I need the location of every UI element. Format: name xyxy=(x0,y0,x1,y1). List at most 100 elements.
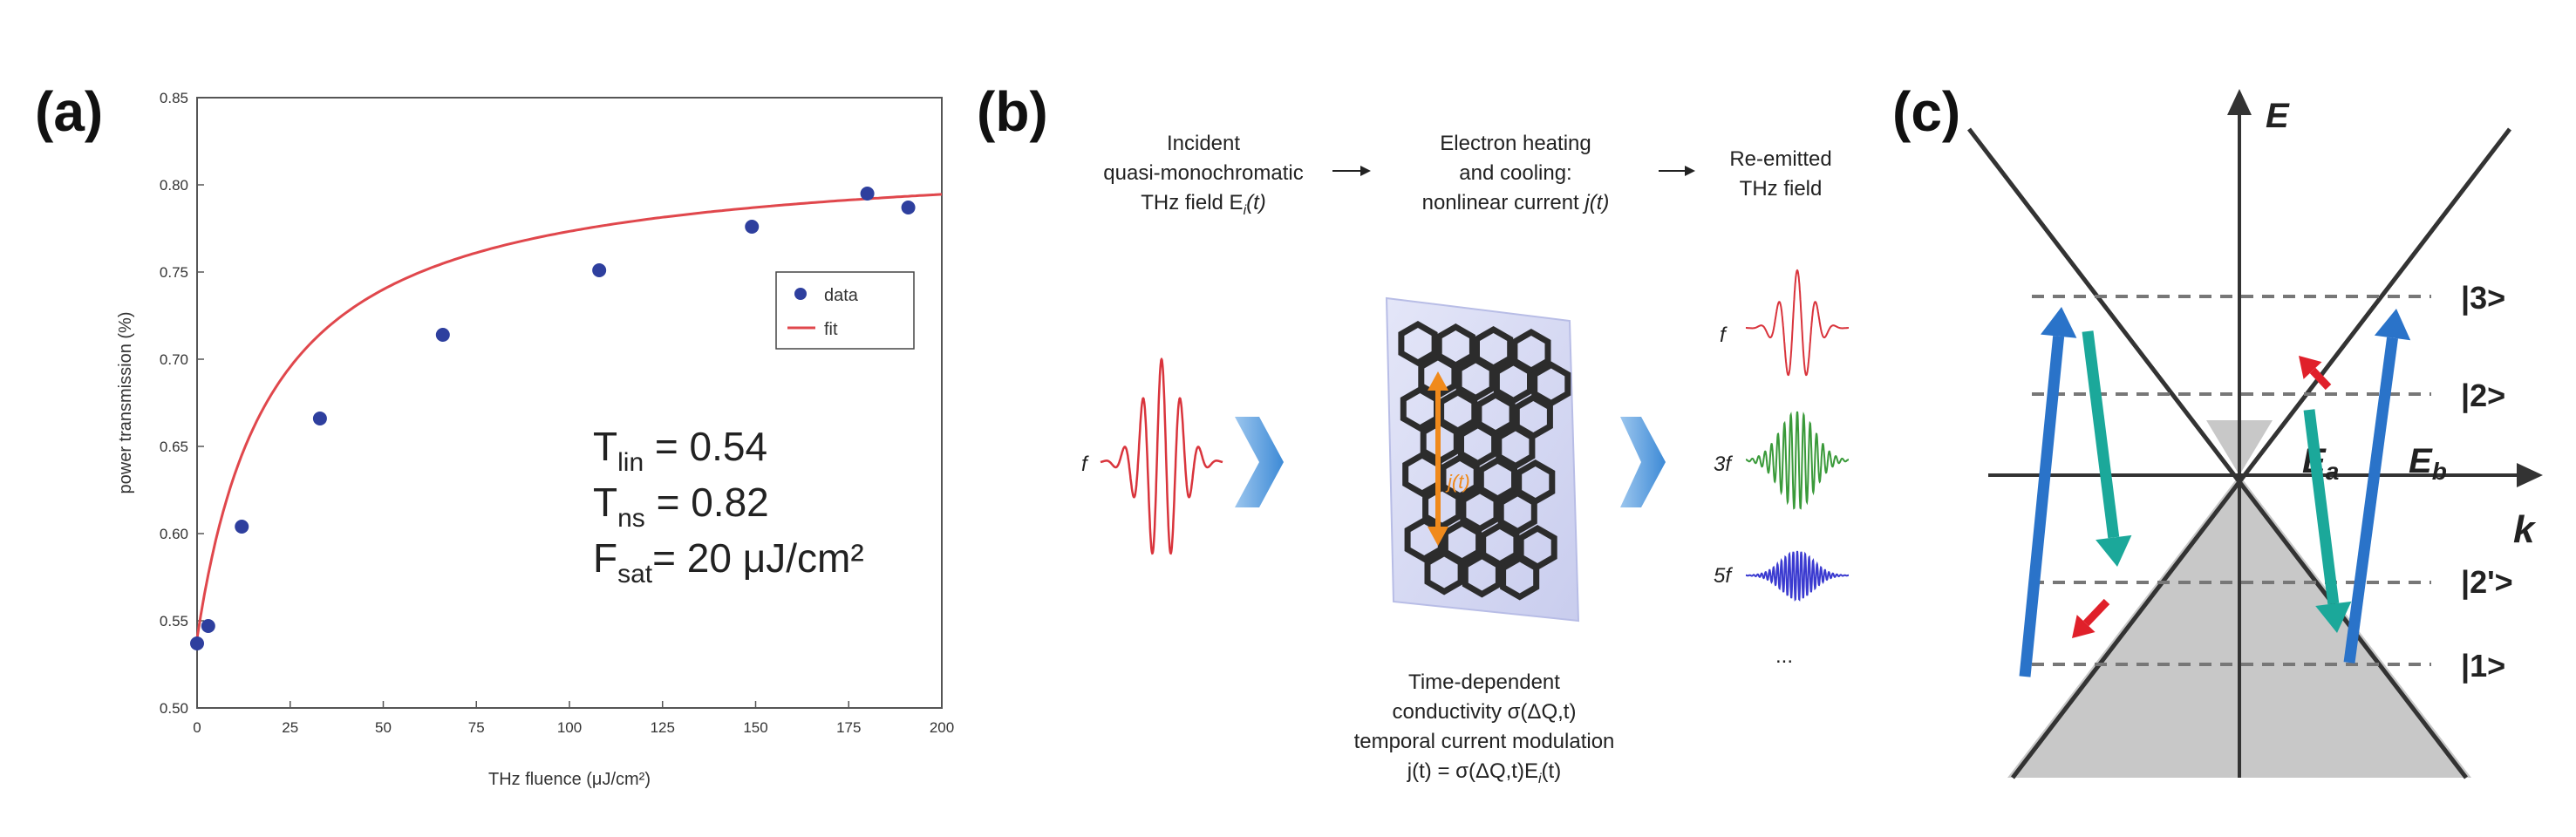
lattice-hexagon xyxy=(1493,358,1533,405)
eb-label: Eb xyxy=(2409,442,2447,485)
level-2p-label: |2'> xyxy=(2461,564,2513,601)
cone-line-2 xyxy=(2011,127,2511,779)
blue-transition-left xyxy=(2019,335,2065,677)
momentum-axis xyxy=(1988,463,2543,487)
incident-caption: Incident quasi-monochromatic THz field E… xyxy=(1103,132,1303,218)
x-axis-label: THz fluence (μJ/cm²) xyxy=(488,770,651,789)
data-point xyxy=(745,220,760,234)
legend-data-label: data xyxy=(824,286,859,305)
panel-label-a: (a) xyxy=(35,80,103,143)
t-lin-sub: lin xyxy=(617,448,644,477)
lattice-hexagon xyxy=(1497,489,1537,535)
blue-transition-right-head xyxy=(2374,309,2411,341)
lattice-hexagon xyxy=(1455,356,1496,402)
x-tick-label: 125 xyxy=(651,719,675,736)
x-tick-label: 150 xyxy=(743,719,767,736)
level-labels: |3> |2> |2'> |1> xyxy=(2461,280,2513,684)
legend-data-marker xyxy=(794,288,807,300)
graphene-lattice xyxy=(1398,320,1571,601)
y-tick-label: 0.70 xyxy=(160,351,188,368)
harmonic-label-1: f xyxy=(1720,323,1728,347)
lattice-hexagon xyxy=(1398,320,1438,367)
x-tick-label: 50 xyxy=(375,719,392,736)
svg-text:conductivity σ(ΔQ,t): conductivity σ(ΔQ,t) xyxy=(1393,700,1577,724)
harmonic-ellipsis: ... xyxy=(1775,644,1793,668)
lattice-hexagon xyxy=(1531,361,1571,407)
level-2-label: |2> xyxy=(2461,378,2505,414)
panel-b: (b) Incident quasi-monochromatic THz fie… xyxy=(977,0,1892,837)
data-points xyxy=(190,187,916,650)
t-lin-value: = 0.54 xyxy=(644,424,767,469)
teal-transition-right xyxy=(2303,409,2340,605)
y-tick-label: 0.75 xyxy=(160,264,188,281)
lattice-hexagon xyxy=(1460,487,1500,533)
momentum-axis-label: k xyxy=(2513,508,2537,551)
panel-c: (c) E k |3> |2> |2'> |1> xyxy=(1892,0,2576,837)
svg-text:nonlinear current j(t): nonlinear current j(t) xyxy=(1422,191,1610,214)
f-sat-sub: sat xyxy=(617,560,653,589)
energy-axis xyxy=(2227,89,2252,778)
arrow-2 xyxy=(1659,166,1695,176)
data-point xyxy=(435,328,450,342)
data-point xyxy=(190,636,204,650)
panel-label-c: (c) xyxy=(1892,80,1960,143)
data-point xyxy=(901,201,916,214)
dirac-cone-diagram: (c) E k |3> |2> |2'> |1> xyxy=(1892,80,2543,779)
harmonic-wave-1 xyxy=(1746,269,1849,377)
y-tick-label: 0.55 xyxy=(160,613,188,629)
red-transition-left xyxy=(2082,598,2110,627)
teal-transition-left xyxy=(2082,330,2120,539)
data-point xyxy=(201,619,215,633)
svg-text:Tlin = 0.54: Tlin = 0.54 xyxy=(593,424,767,477)
lattice-hexagon xyxy=(1496,424,1536,470)
svg-text:j(t) = σ(ΔQ,t)Ei(t): j(t) = σ(ΔQ,t)Ei(t) xyxy=(1407,759,1561,786)
chevron-arrow-right xyxy=(1620,417,1666,507)
heating-caption: Electron heating and cooling: nonlinear … xyxy=(1422,132,1610,214)
data-point xyxy=(235,520,249,534)
harmonic-label-5: 5f xyxy=(1714,564,1733,588)
svg-text:and cooling:: and cooling: xyxy=(1459,161,1571,185)
blue-transition-left-head xyxy=(2041,307,2077,338)
emission-schematic: (b) Incident quasi-monochromatic THz fie… xyxy=(977,80,1850,786)
x-tick-label: 0 xyxy=(193,719,201,736)
y-axis-label: power transmission (%) xyxy=(116,312,135,494)
f-sat-value: = 20 μJ/cm² xyxy=(652,535,864,581)
plot-frame xyxy=(196,97,943,709)
modulation-caption: Time-dependent conductivity σ(ΔQ,t) temp… xyxy=(1354,670,1615,786)
incident-frequency-label: f xyxy=(1081,453,1089,476)
fit-parameters: Tlin = 0.54 Tns = 0.82 Fsat= 20 μJ/cm² xyxy=(593,424,864,589)
t-ns-symbol: T xyxy=(593,480,617,525)
y-tick-label: 0.80 xyxy=(160,177,188,194)
chevron-arrow-left xyxy=(1235,417,1284,507)
lattice-hexagon xyxy=(1424,549,1464,595)
t-ns-value: = 0.82 xyxy=(645,480,769,525)
t-ns-sub: ns xyxy=(617,504,645,533)
f-sat-symbol: F xyxy=(593,535,617,581)
svg-text:temporal current modulation: temporal current modulation xyxy=(1354,730,1615,753)
red-transition-left-head xyxy=(2072,615,2096,638)
harmonic-wave-3 xyxy=(1746,411,1849,510)
t-lin-symbol: T xyxy=(593,424,617,469)
data-point xyxy=(860,187,875,201)
fit-curve xyxy=(195,193,943,639)
current-label: j(t) xyxy=(1445,471,1470,493)
x-tick-label: 200 xyxy=(930,719,954,736)
y-tick-label: 0.85 xyxy=(160,90,188,106)
arrow-1 xyxy=(1332,166,1371,176)
cone-line-1 xyxy=(1967,127,2468,779)
svg-text:THz field Ei(t): THz field Ei(t) xyxy=(1141,191,1266,218)
x-tick-label: 100 xyxy=(557,719,582,736)
incident-pulse xyxy=(1100,357,1223,555)
data-point xyxy=(592,263,607,277)
y-tick-label: 0.50 xyxy=(160,700,188,717)
y-tick-label: 0.60 xyxy=(160,526,188,542)
level-3-label: |3> xyxy=(2461,280,2505,316)
x-tick-label: 75 xyxy=(468,719,485,736)
harmonic-label-3: 3f xyxy=(1714,453,1733,476)
current-arrow xyxy=(1428,371,1448,546)
energy-axis-label: E xyxy=(2266,97,2290,135)
teal-transition-right-head xyxy=(2315,601,2352,633)
legend-fit-label: fit xyxy=(824,320,838,339)
svg-text:Tns = 0.82: Tns = 0.82 xyxy=(593,480,769,533)
